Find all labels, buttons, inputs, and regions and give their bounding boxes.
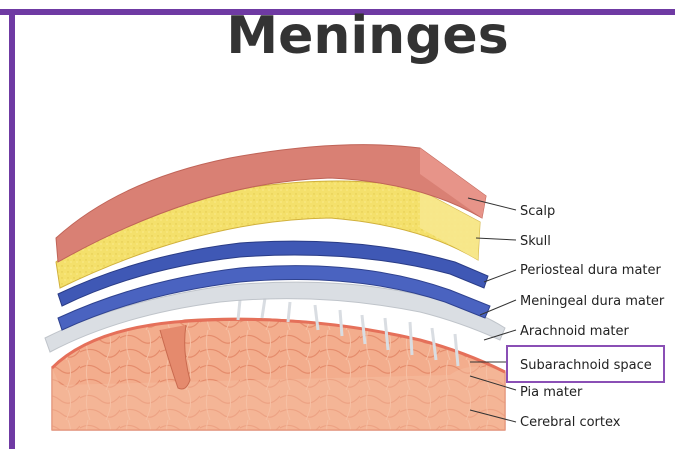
label-subarachnoid-space: Subarachnoid space xyxy=(520,358,652,373)
cerebral-cortex-layer xyxy=(52,318,505,430)
label-meningeal-dura: Meningeal dura mater xyxy=(520,294,665,309)
label-cerebral-cortex: Cerebral cortex xyxy=(520,415,621,430)
label-pia-mater: Pia mater xyxy=(520,385,583,400)
label-periosteal-dura: Periosteal dura mater xyxy=(520,263,662,278)
label-arachnoid-mater: Arachnoid mater xyxy=(520,324,630,339)
label-skull: Skull xyxy=(520,234,551,249)
label-scalp: Scalp xyxy=(520,204,555,219)
